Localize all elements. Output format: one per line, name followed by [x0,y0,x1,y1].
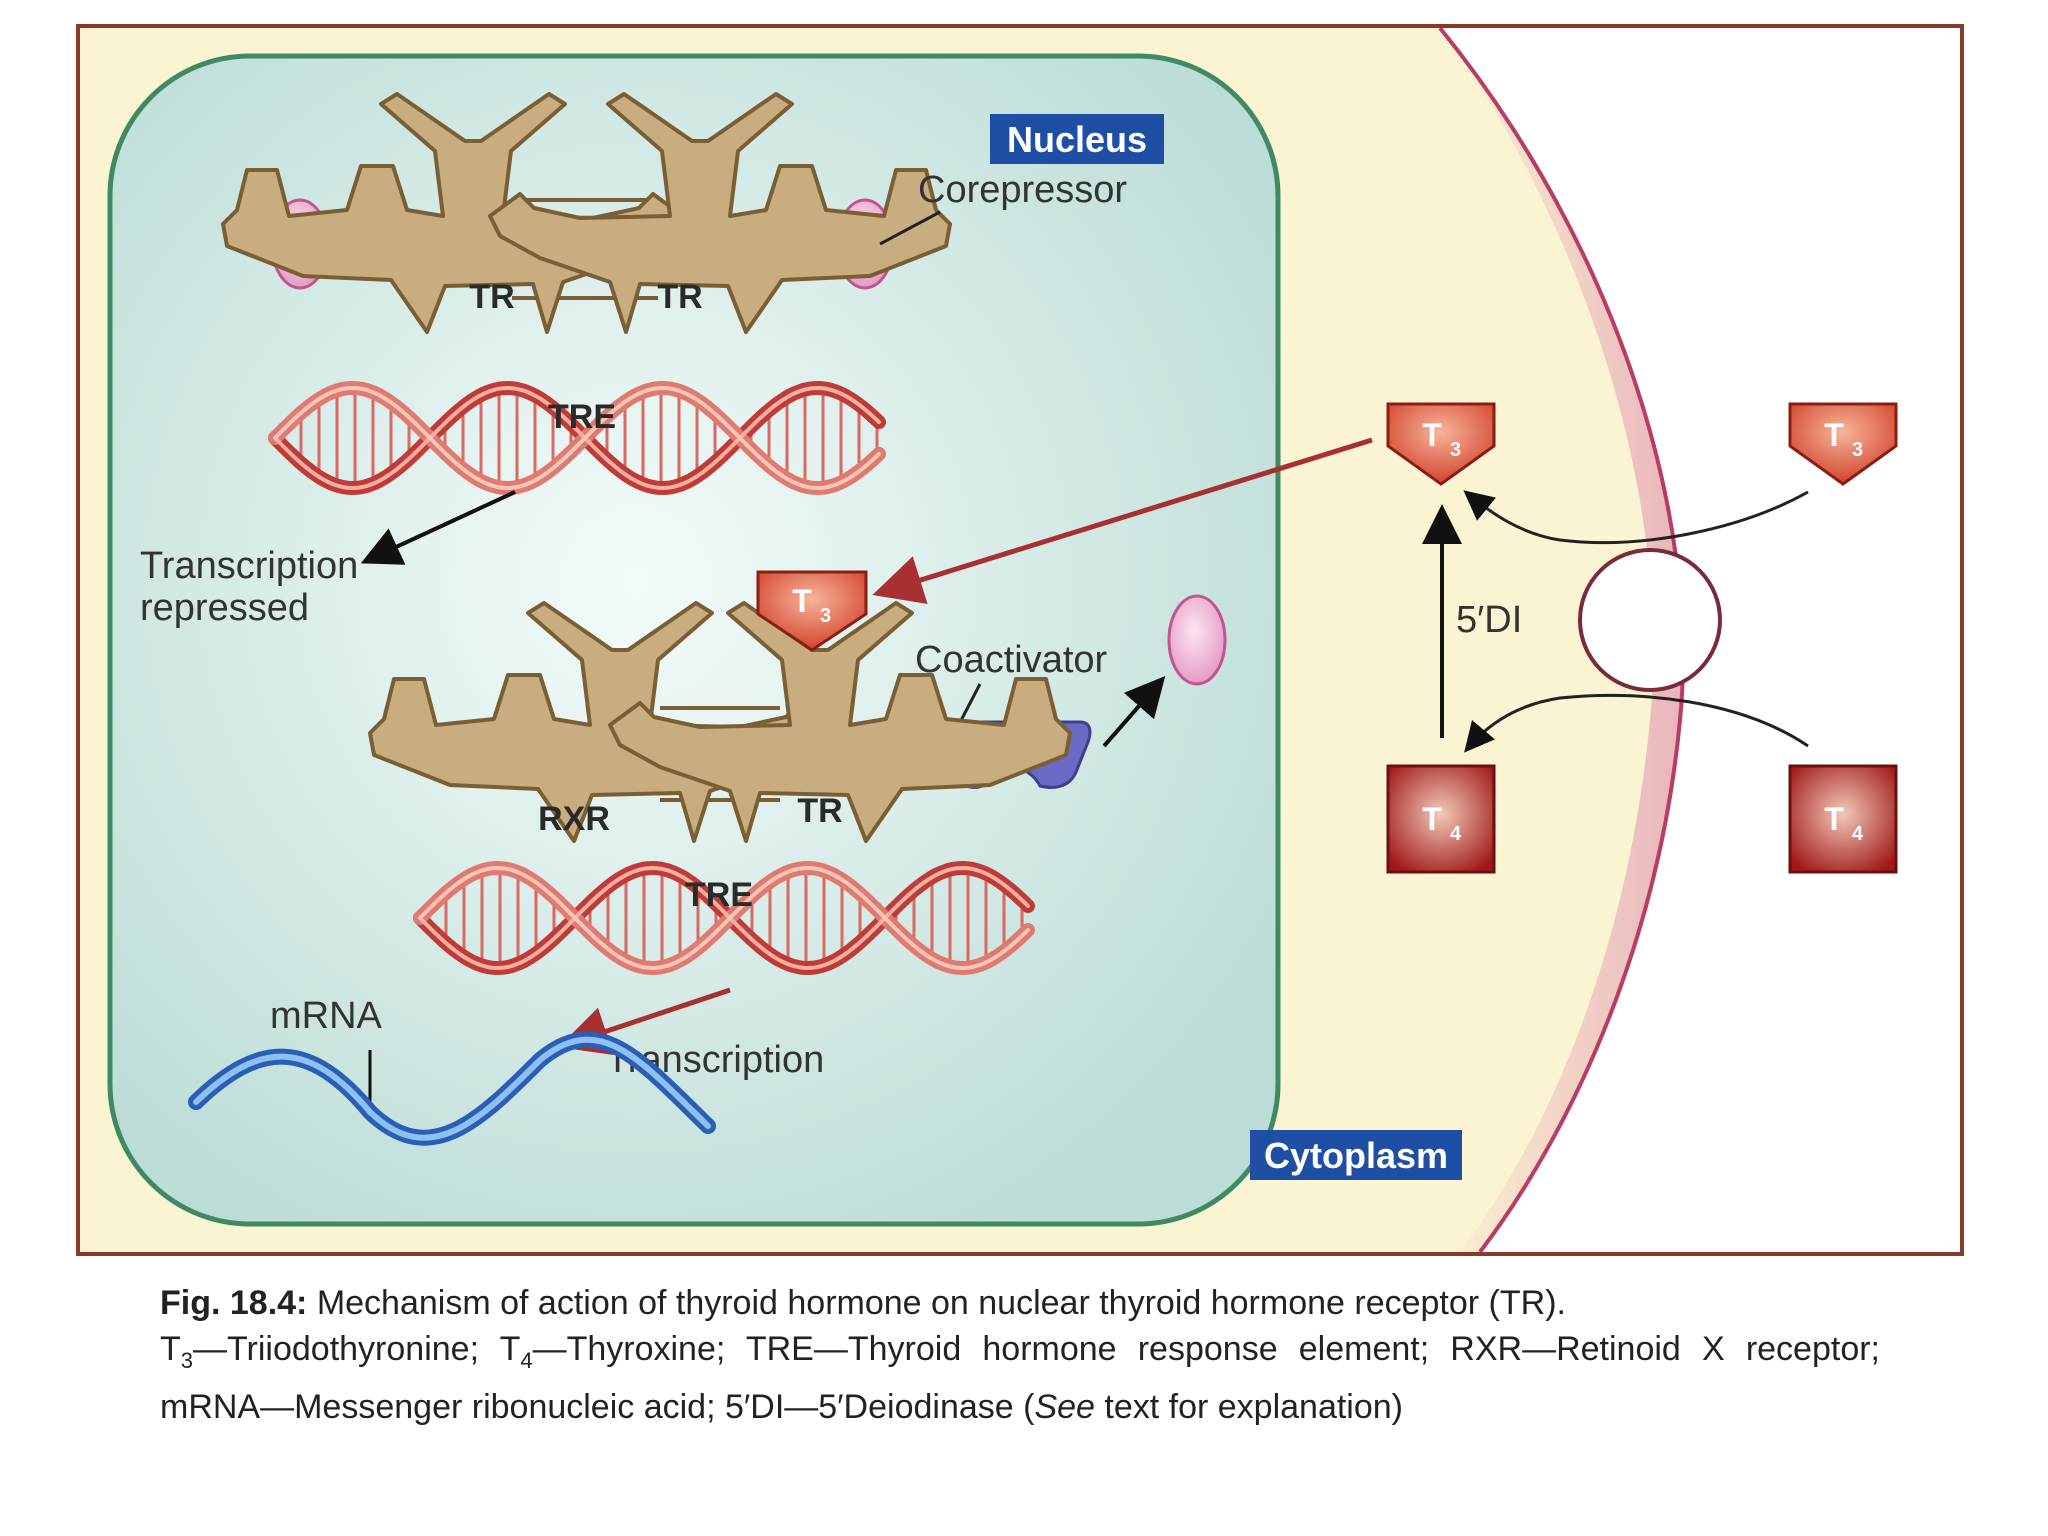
corepressor-released [1167,594,1227,686]
membrane-transporter [1578,548,1722,692]
caption-end: text for explanation) [1094,1387,1403,1426]
tr-label-bottom: TR [797,792,842,830]
t4-cytoplasm: T 4 [1386,764,1496,874]
tre-label-top: TRE [548,398,616,436]
figure-number: Fig. 18.4: [160,1284,308,1322]
tr-label-top-left: TR [469,278,514,316]
transcription-repressed-label: Transcription [140,545,358,587]
caption-t3: T [160,1330,181,1368]
svg-text:T: T [1422,417,1442,453]
mrna-label: mRNA [270,995,383,1037]
corepressor-text: Corepressor [918,169,1127,211]
t3-cytoplasm: T 3 [1386,402,1496,486]
nucleus-label: Nucleus [990,114,1164,164]
svg-text:3: 3 [1450,439,1461,461]
cytoplasm-label: Cytoplasm [1250,1130,1462,1180]
coactivator-label: Coactivator [915,639,1108,681]
tr-label-top-right: TR [657,278,702,316]
svg-text:4: 4 [1852,823,1864,845]
tre-label-bottom: TRE [685,876,753,914]
svg-text:3: 3 [820,605,831,627]
caption-see: See [1034,1387,1095,1426]
svg-text:T: T [1422,801,1442,837]
caption-t4-def: —Thyroxine; TRE—Thyroid hormone response… [160,1330,1880,1426]
figure-caption: Fig. 18.4: Mechanism of action of thyroi… [160,1280,1880,1430]
dna-helix-bottom [413,860,1035,976]
svg-text:Cytoplasm: Cytoplasm [1264,1135,1448,1176]
deiodinase-label: 5′DI [1456,599,1522,641]
svg-text:T: T [1824,801,1844,837]
dna-helix-top [268,380,886,496]
svg-text:Nucleus: Nucleus [1007,119,1147,160]
t3-extracellular: T 3 [1788,402,1898,486]
transcription-repressed-label-2: repressed [140,587,309,629]
caption-t4: T [499,1330,521,1368]
caption-t4-sub: 4 [520,1347,533,1373]
t4-extracellular: T 4 [1788,764,1898,874]
caption-t3-sub: 3 [180,1347,194,1373]
caption-line1: Mechanism of action of thyroid hormone o… [307,1284,1566,1322]
caption-t3-def: —Triiodothyronine; [193,1330,500,1368]
svg-text:T: T [1824,417,1844,453]
t3-bound-to-tr: T 3 [756,570,868,652]
rxr-label: RXR [538,800,610,838]
svg-text:T: T [792,583,812,619]
svg-text:4: 4 [1450,823,1462,845]
svg-text:3: 3 [1852,439,1863,461]
